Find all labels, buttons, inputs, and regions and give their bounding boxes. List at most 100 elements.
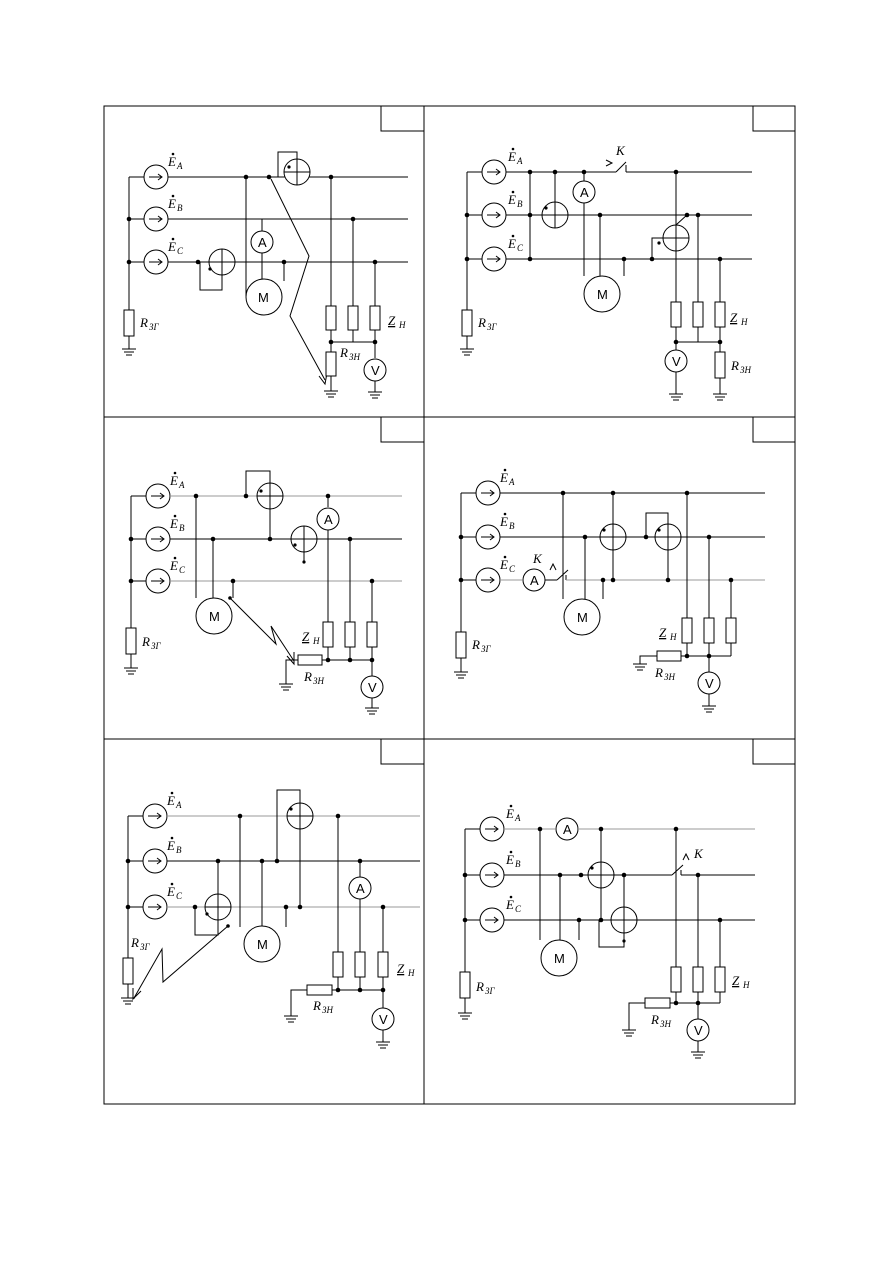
- svg-text:E: E: [507, 236, 516, 251]
- number-box-4: [752, 417, 795, 443]
- svg-text:Н: Н: [742, 980, 750, 990]
- svg-text:M: M: [554, 951, 565, 966]
- svg-text:E: E: [166, 884, 175, 899]
- svg-text:R: R: [141, 634, 150, 649]
- svg-text:C: C: [179, 565, 186, 575]
- svg-text:ЗГ: ЗГ: [485, 986, 495, 996]
- svg-text:R: R: [730, 358, 739, 373]
- svg-text:A: A: [176, 161, 183, 171]
- svg-text:R: R: [650, 1012, 659, 1027]
- svg-text:ЗГ: ЗГ: [481, 644, 491, 654]
- svg-text:E: E: [507, 149, 516, 164]
- svg-text:A: A: [178, 480, 185, 490]
- svg-text:C: C: [509, 564, 516, 574]
- svg-text:R: R: [339, 345, 348, 360]
- svg-text:E: E: [169, 473, 178, 488]
- svg-text:B: B: [179, 523, 185, 533]
- svg-text:V: V: [672, 354, 681, 369]
- svg-text:V: V: [705, 676, 714, 691]
- svg-text:ЗН: ЗН: [322, 1005, 333, 1015]
- svg-text:E: E: [505, 897, 514, 912]
- svg-text:A: A: [508, 477, 515, 487]
- panel-1: E A E B E C R ЗГ R ЗН Z Н A M V: [121, 151, 408, 399]
- svg-text:C: C: [515, 904, 522, 914]
- svg-text:ЗН: ЗН: [313, 676, 324, 686]
- source-a-icon: [143, 164, 169, 190]
- svg-text:ЗГ: ЗГ: [140, 942, 150, 952]
- svg-text:ЗГ: ЗГ: [151, 641, 161, 651]
- svg-text:C: C: [517, 243, 524, 253]
- svg-text:A: A: [356, 881, 365, 896]
- svg-text:R: R: [130, 935, 139, 950]
- svg-text:M: M: [257, 937, 268, 952]
- svg-text:E: E: [166, 793, 175, 808]
- svg-text:E: E: [499, 514, 508, 529]
- panel-6: E A E B E C K R ЗГ R ЗН Z Н A M V: [457, 804, 755, 1059]
- svg-text:B: B: [515, 859, 521, 869]
- svg-text:B: B: [177, 203, 183, 213]
- svg-text:Z: Z: [397, 961, 405, 976]
- number-box-6: [752, 739, 795, 765]
- number-box-5: [380, 739, 424, 765]
- svg-text:B: B: [509, 521, 515, 531]
- page-frame: [103, 105, 796, 1105]
- svg-text:Z: Z: [659, 625, 667, 640]
- panel-4: E A E B E C K R ЗГ R ЗН Z Н A M V: [453, 468, 765, 713]
- svg-text:E: E: [507, 192, 516, 207]
- svg-text:E: E: [166, 838, 175, 853]
- svg-text:E: E: [169, 516, 178, 531]
- number-box-2: [752, 106, 795, 132]
- svg-text:ЗН: ЗН: [349, 352, 360, 362]
- panel-3: E A E B E C R ЗГ R ЗН Z Н A M V: [123, 470, 402, 715]
- svg-text:Н: Н: [398, 320, 406, 330]
- svg-text:A: A: [516, 156, 523, 166]
- svg-text:A: A: [530, 573, 539, 588]
- svg-text:A: A: [514, 813, 521, 823]
- wattmeter-icon: [208, 248, 236, 276]
- svg-text:B: B: [517, 199, 523, 209]
- svg-text:A: A: [175, 800, 182, 810]
- svg-text:ЗН: ЗН: [664, 672, 675, 682]
- panel-2: E A E B E C K R ЗГ R ЗН Z Н A M V: [459, 143, 752, 401]
- number-box-1: [380, 106, 424, 132]
- svg-text:M: M: [258, 290, 269, 305]
- svg-text:V: V: [368, 680, 377, 695]
- svg-text:B: B: [176, 845, 182, 855]
- svg-text:R: R: [475, 979, 484, 994]
- svg-text:Н: Н: [407, 968, 415, 978]
- svg-text:R: R: [312, 998, 321, 1013]
- svg-text:E: E: [505, 806, 514, 821]
- svg-text:M: M: [577, 610, 588, 625]
- svg-text:K: K: [693, 846, 704, 861]
- svg-text:Z: Z: [730, 310, 738, 325]
- svg-text:K: K: [615, 143, 626, 158]
- source-c-icon: [143, 249, 169, 275]
- svg-text:C: C: [177, 246, 184, 256]
- svg-text:E: E: [505, 852, 514, 867]
- svg-text:V: V: [379, 1012, 388, 1027]
- svg-text:Н: Н: [312, 636, 320, 646]
- svg-text:Н: Н: [740, 317, 748, 327]
- svg-text:R: R: [471, 637, 480, 652]
- svg-text:C: C: [176, 891, 183, 901]
- label-ea: E: [167, 154, 176, 169]
- svg-text:A: A: [580, 185, 589, 200]
- svg-text:E: E: [167, 239, 176, 254]
- wattmeter-icon: [283, 158, 311, 186]
- svg-text:R: R: [477, 315, 486, 330]
- svg-text:K: K: [532, 551, 543, 566]
- svg-text:M: M: [209, 609, 220, 624]
- svg-text:ЗГ: ЗГ: [487, 322, 497, 332]
- motor-icon: [245, 278, 283, 316]
- svg-text:Z: Z: [302, 629, 310, 644]
- svg-text:V: V: [371, 363, 380, 378]
- svg-text:A: A: [258, 235, 267, 250]
- svg-text:E: E: [169, 558, 178, 573]
- svg-text:ЗГ: ЗГ: [149, 322, 159, 332]
- svg-text:E: E: [167, 196, 176, 211]
- svg-text:A: A: [563, 822, 572, 837]
- svg-text:Z: Z: [388, 313, 396, 328]
- svg-text:V: V: [694, 1023, 703, 1038]
- svg-text:M: M: [597, 287, 608, 302]
